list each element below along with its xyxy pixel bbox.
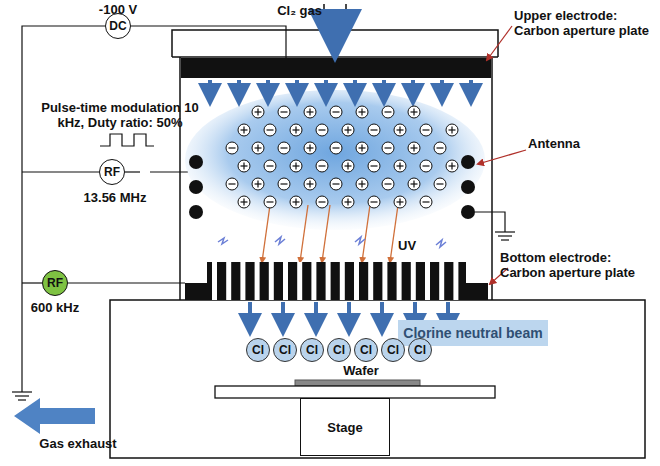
chlorine-atom: Cl xyxy=(327,338,351,362)
rf-source: RF xyxy=(42,270,68,296)
node-text: DC xyxy=(109,19,126,33)
node-text: Cl xyxy=(306,343,318,357)
label: 13.56 MHz xyxy=(70,190,160,205)
node-text: Stage xyxy=(327,420,362,435)
ions xyxy=(226,106,458,208)
bottom-electrode xyxy=(185,262,488,300)
label: Bottom electrode: Carbon aperture plate xyxy=(500,250,650,280)
rf-source: RF xyxy=(99,159,125,185)
pulse-waveform xyxy=(100,134,154,146)
chamber-lid xyxy=(172,4,498,57)
ground-symbol xyxy=(12,232,515,400)
gas-arrow xyxy=(331,14,340,36)
stage-box: Stage xyxy=(300,398,390,456)
leader-line xyxy=(478,26,526,284)
node-text: Cl xyxy=(360,343,372,357)
process-chamber xyxy=(110,300,645,458)
node-text: RF xyxy=(47,276,63,290)
label: 600 kHz xyxy=(20,300,90,315)
label: Antenna xyxy=(528,136,608,151)
chlorine-atom: Cl xyxy=(246,338,270,362)
node-text: Cl xyxy=(333,343,345,357)
chlorine-atom: Cl xyxy=(381,338,405,362)
chlorine-atom: Cl xyxy=(354,338,378,362)
chamber-wall xyxy=(179,57,181,300)
label: Wafer xyxy=(336,363,386,378)
node-text: Cl xyxy=(414,343,426,357)
chlorine-atom: Cl xyxy=(300,338,324,362)
chlorine-atom: Cl xyxy=(273,338,297,362)
plasma xyxy=(185,90,485,230)
node-text: Cl xyxy=(252,343,264,357)
node-text: Cl xyxy=(387,343,399,357)
node-text: RF xyxy=(104,165,120,179)
chlorine-atom: Cl xyxy=(408,338,432,362)
label: -100 V xyxy=(88,2,148,17)
label: Pulse-time modulation 10 kHz, Duty ratio… xyxy=(40,100,200,130)
node-text: Cl xyxy=(279,343,291,357)
stage-plate xyxy=(215,386,495,398)
upper-electrode xyxy=(181,58,491,78)
wafer xyxy=(295,380,420,386)
exhaust-arrow xyxy=(14,398,95,434)
label: Gas exhaust xyxy=(38,436,118,451)
chamber-wall xyxy=(491,57,493,300)
label: Upper electrode: Carbon aperture plate xyxy=(514,8,654,38)
antenna-coil xyxy=(189,155,475,219)
label: Cl₂ gas xyxy=(260,3,322,18)
label: UV xyxy=(398,238,428,253)
